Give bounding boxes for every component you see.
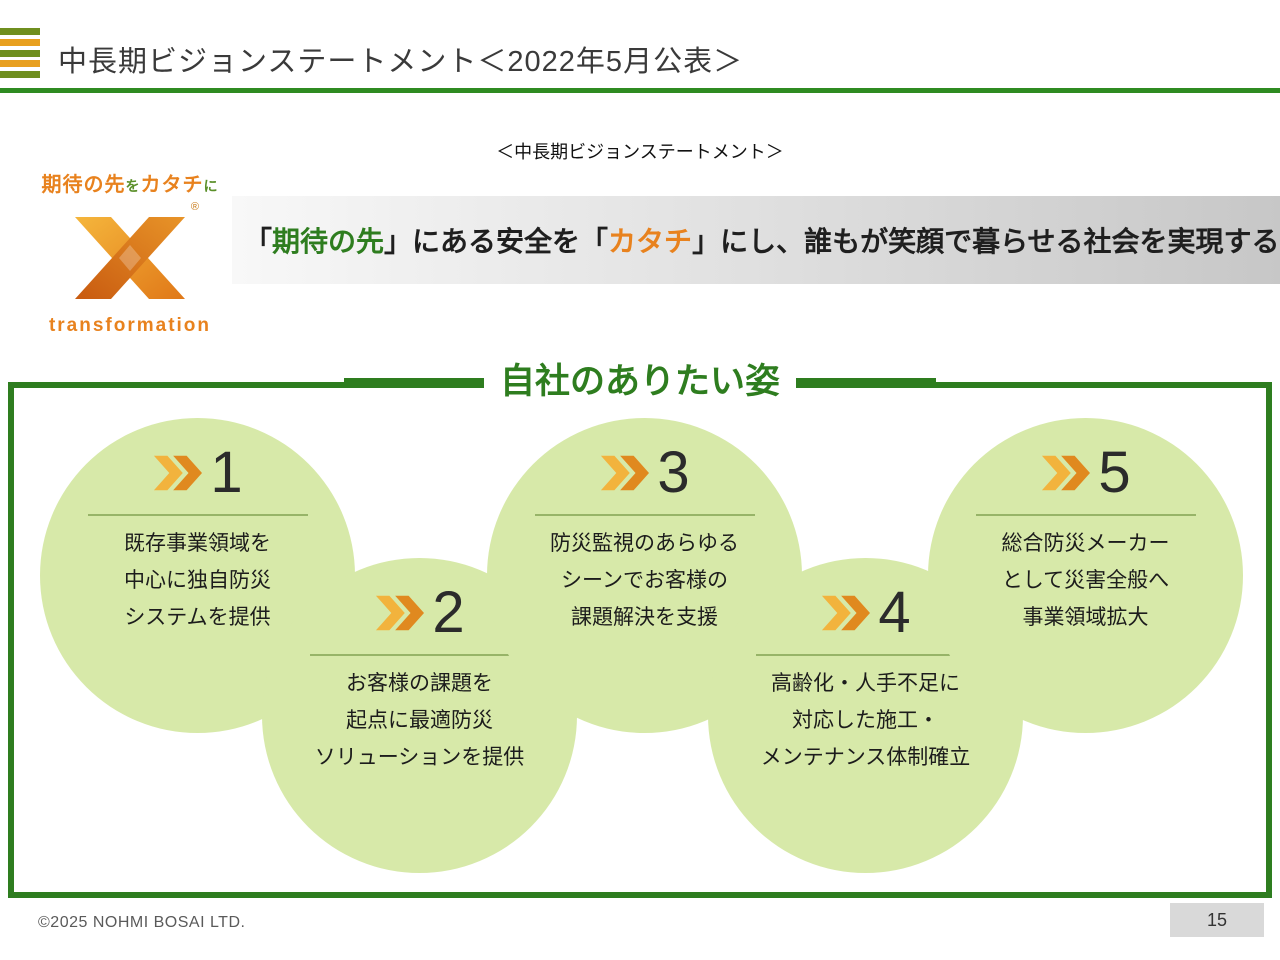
double-chevron-icon: [601, 455, 650, 491]
goal-2-head: 2: [374, 580, 465, 645]
double-chevron-icon: [822, 595, 871, 631]
goal-1-text: 既存事業領域を 中心に独自防災 システムを提供: [124, 532, 271, 629]
vision-statement-label: ＜中長期ビジョンステートメント＞: [496, 142, 784, 162]
goal-1-number: 1: [210, 440, 243, 505]
goal-4-head: 4: [820, 580, 911, 645]
goal-5-divider: [975, 514, 1196, 516]
vision-statement-text: 「期待の先」にある安全を「カタチ」にし、誰もが笑顔で暮らせる社会を実現する: [232, 220, 1280, 260]
vision-statement-banner: 「期待の先」にある安全を「カタチ」にし、誰もが笑顔で暮らせる社会を実現する: [232, 196, 1280, 284]
logo-subtitle: transformation: [48, 315, 212, 336]
goal-5-head: 5: [1040, 440, 1131, 505]
tagline-particle-1: を: [125, 178, 141, 194]
double-chevron-icon: [1042, 455, 1091, 491]
double-chevron-icon: [376, 595, 425, 631]
x-logo-svg: [75, 217, 185, 299]
tagline-main-1: 期待の先: [41, 174, 126, 196]
double-chevron-icon: [154, 455, 203, 491]
logo-tagline: 期待の先をカタチに: [30, 168, 230, 197]
goal-5-number: 5: [1098, 440, 1131, 505]
goals-title-bar-left: [343, 377, 484, 387]
goal-2-number: 2: [432, 580, 465, 645]
page-title: 中長期ビジョンステートメント＜2022年5月公表＞: [58, 46, 744, 78]
goal-circle-4: 4 高齢化・人手不足に 対応した施工・ メンテナンス体制確立: [708, 558, 1023, 873]
statement-middle: 」にある安全を「: [384, 226, 609, 257]
header-divider: [0, 88, 1280, 93]
goal-2-text: お客様の課題を 起点に最適防災 ソリューションを提供: [314, 672, 525, 769]
statement-highlight-green: 期待の先: [272, 226, 385, 257]
goals-title-wrap: 自社のありたい姿: [0, 360, 1280, 404]
x-transformation-logo-icon: ®: [65, 201, 199, 313]
goal-4-divider: [755, 654, 976, 656]
goal-3-divider: [534, 514, 755, 516]
tagline-particle-2: に: [203, 178, 219, 194]
registered-mark: ®: [190, 201, 199, 213]
copyright-text: ©2025 NOHMI BOSAI LTD.: [38, 914, 246, 931]
goal-circle-5: 5 総合防災メーカー として災害全般へ 事業領域拡大: [928, 418, 1243, 733]
goals-title: 自社のありたい姿: [483, 360, 796, 404]
goal-4-number: 4: [878, 580, 911, 645]
tagline-main-2: カタチ: [140, 174, 204, 196]
goal-3-text: 防災監視のあらゆる シーンでお客様の 課題解決を支援: [550, 532, 739, 629]
statement-highlight-orange: カタチ: [608, 226, 693, 257]
goal-1-divider: [87, 514, 308, 516]
goal-3-number: 3: [657, 440, 690, 505]
goal-1-head: 1: [152, 440, 243, 505]
statement-end: 」にし、誰もが笑顔で暮らせる社会を実現する: [692, 226, 1280, 257]
goal-2-divider: [309, 654, 530, 656]
brand-logo-block: 期待の先をカタチに ® transfor: [30, 168, 230, 337]
goals-title-bar-right: [796, 377, 936, 387]
goal-4-text: 高齢化・人手不足に 対応した施工・ メンテナンス体制確立: [760, 672, 971, 769]
goal-3-head: 3: [599, 440, 690, 505]
stripes-logo-icon: [0, 28, 40, 78]
goal-5-text: 総合防災メーカー として災害全般へ 事業領域拡大: [1001, 532, 1170, 629]
statement-quote-open: 「: [244, 226, 273, 257]
page-number: 15: [1170, 903, 1264, 937]
